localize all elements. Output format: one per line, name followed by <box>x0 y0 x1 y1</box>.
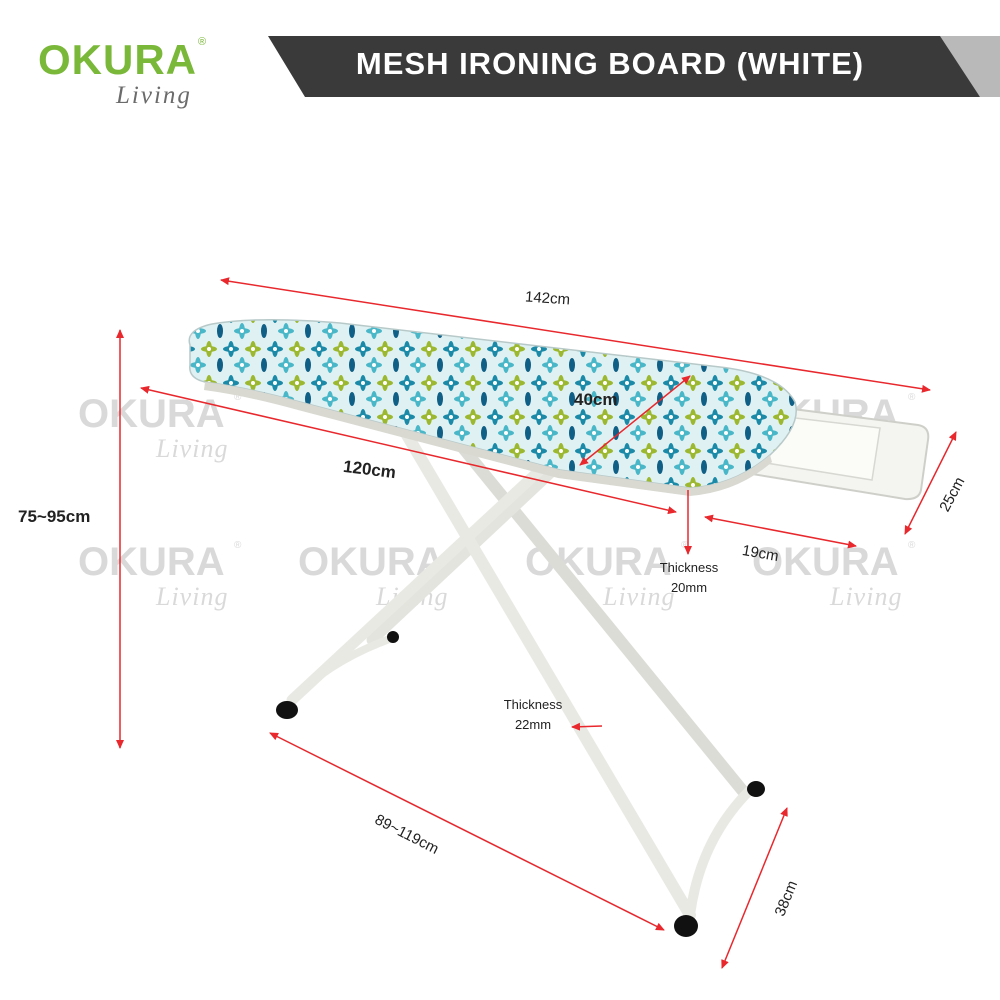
board-thickness-value: 20mm <box>670 580 708 595</box>
foot-width-arrow <box>721 807 788 969</box>
board-thickness-note: Thickness 20mm <box>648 558 730 598</box>
board-length-arrow <box>140 385 677 515</box>
height-label: 75~95cm <box>18 507 91 526</box>
logo-subtitle: Living <box>116 82 192 109</box>
brand-logo: OKURA ® Living <box>38 36 218 116</box>
rest-width-arrow <box>904 431 957 535</box>
width-arrow <box>579 375 691 466</box>
watermark: OKURA®Living <box>78 540 242 611</box>
title-banner <box>268 36 1000 97</box>
board-thickness-label: Thickness <box>659 560 719 575</box>
leg-thickness-label: Thickness <box>503 697 563 712</box>
leg-thickness-note: Thickness 22mm <box>492 695 574 735</box>
page-title: MESH IRONING BOARD (WHITE) <box>355 46 865 81</box>
leg-thickness-arrow <box>571 722 603 731</box>
leg-thickness-value: 22mm <box>514 717 552 732</box>
length-label: 142cm <box>524 288 571 309</box>
registered-mark: ® <box>198 36 207 48</box>
logo-wordmark: OKURA <box>38 36 197 83</box>
length-arrow <box>220 277 931 393</box>
leg-span-arrow <box>269 732 665 931</box>
width-label: 40cm <box>574 390 618 409</box>
dimension-lines <box>116 277 957 969</box>
rest-length-arrow <box>704 514 857 549</box>
leg-feet <box>276 631 765 937</box>
